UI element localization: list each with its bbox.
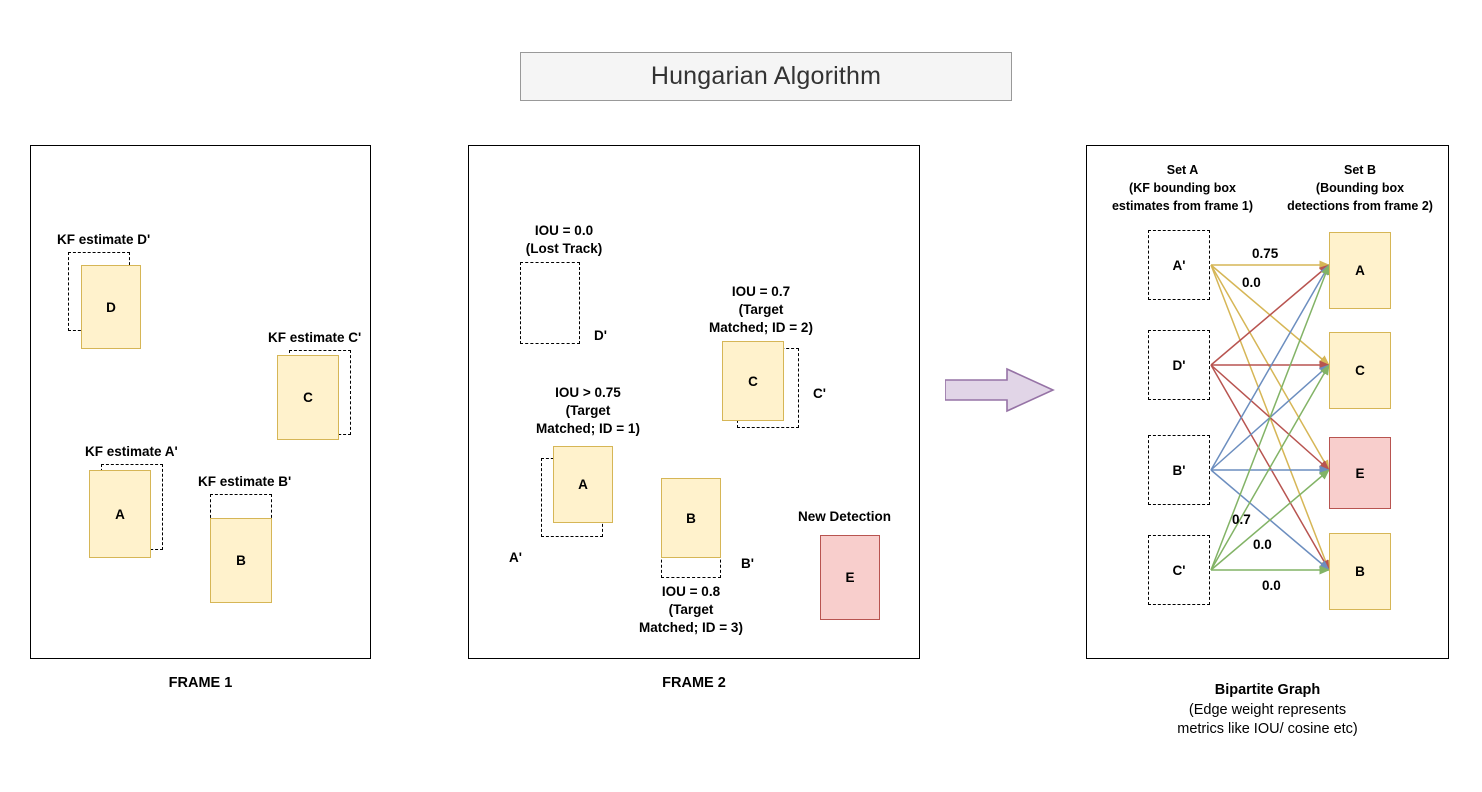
frame2-box-c: C <box>722 341 784 421</box>
page-title-text: Hungarian Algorithm <box>650 62 882 90</box>
edge-weight-aprime-a: 0.75 <box>1252 246 1279 261</box>
new-detection-label: New Detection <box>798 509 892 524</box>
graph-node-b[interactable]: B <box>1329 533 1391 610</box>
iou-annotation-b: IOU = 0.8 (Target Matched; ID = 3) <box>639 584 743 636</box>
frame2-box-a: A <box>553 446 613 523</box>
flow-arrow-icon <box>945 367 1055 413</box>
iou-annotation-c: IOU = 0.7 (Target Matched; ID = 2) <box>709 284 813 336</box>
edge-weight-cprime-a: 0.7 <box>1232 512 1251 527</box>
frame1-box-d: D <box>81 265 141 349</box>
frame1-caption: FRAME 1 <box>168 675 233 691</box>
graph-node-d-prime[interactable]: D' <box>1148 330 1210 400</box>
kf-estimate-d-label: KF estimate D' <box>57 232 151 247</box>
kf-estimate-c-label: KF estimate C' <box>268 330 362 345</box>
graph-node-a[interactable]: A <box>1329 232 1391 309</box>
frame2-box-e: E <box>820 535 880 620</box>
graph-node-e[interactable]: E <box>1329 437 1391 509</box>
frame2-caption: FRAME 2 <box>662 675 726 691</box>
iou-annotation-a: IOU > 0.75 (Target Matched; ID = 1) <box>536 385 640 437</box>
frame1-box-a: A <box>89 470 151 558</box>
frame2-box-b: B <box>661 478 721 558</box>
edge-weight-aprime-c: 0.0 <box>1242 275 1261 290</box>
bipartite-graph-caption: Bipartite Graph (Edge weight represents … <box>1086 681 1449 740</box>
kf-estimate-b-label: KF estimate B' <box>198 474 292 489</box>
graph-node-c[interactable]: C <box>1329 332 1391 409</box>
frame2-dashed-box-d <box>520 262 580 344</box>
bipartite-graph-caption-title: Bipartite Graph <box>1214 682 1321 698</box>
set-a-header: Set A (KF bounding box estimates from fr… <box>1111 163 1254 214</box>
graph-node-c-prime[interactable]: C' <box>1148 535 1210 605</box>
graph-node-a-prime[interactable]: A' <box>1148 230 1210 300</box>
edge-weight-cprime-e: 0.0 <box>1253 537 1272 552</box>
frame2-tag-d-prime: D' <box>594 328 607 343</box>
frame2-tag-a-prime: A' <box>509 550 522 565</box>
frame2-tag-b-prime: B' <box>741 556 754 571</box>
frame1-box-b: B <box>210 518 272 603</box>
frame1-box-c: C <box>277 355 339 440</box>
edge-weight-cprime-b: 0.0 <box>1262 578 1281 593</box>
bipartite-graph-caption-sub: (Edge weight represents metrics like IOU… <box>1177 701 1358 738</box>
iou-annotation-d: IOU = 0.0 (Lost Track) <box>525 223 603 257</box>
frame2-tag-c-prime: C' <box>813 386 826 401</box>
graph-node-b-prime[interactable]: B' <box>1148 435 1210 505</box>
kf-estimate-a-label: KF estimate A' <box>85 444 178 459</box>
set-b-header: Set B (Bounding box detections from fram… <box>1287 163 1433 214</box>
page-title: Hungarian Algorithm <box>520 52 1012 101</box>
